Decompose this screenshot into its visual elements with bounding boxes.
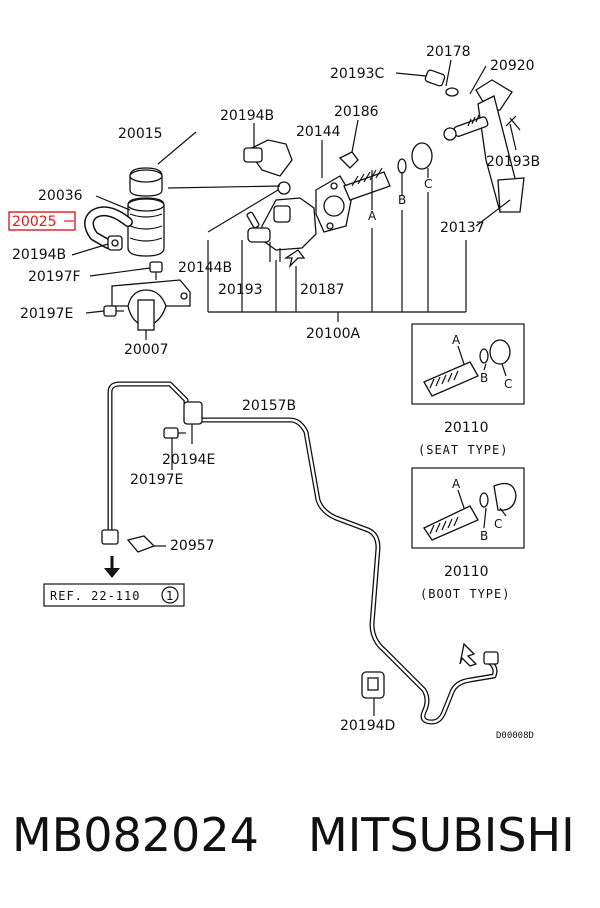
- letter-B-main: B: [398, 193, 406, 207]
- clutch-master-cylinder-diagram: 20178 20920 20193C 20194B 20186 20015 20…: [8, 44, 540, 741]
- label-seat-type: (SEAT TYPE): [418, 443, 508, 457]
- label-20186: 20186: [334, 104, 379, 120]
- brand-name: MITSUBISHI: [308, 808, 575, 862]
- push-rod-20186: [338, 142, 433, 201]
- label-20144: 20144: [296, 124, 341, 140]
- letter-A-seat: A: [452, 333, 461, 347]
- label-20100A: 20100A: [306, 326, 361, 342]
- reference-box: [43, 583, 185, 607]
- hose-20025: [84, 206, 133, 249]
- label-20193C: 20193C: [330, 66, 385, 82]
- seat-type-box: [411, 323, 525, 405]
- letter-A-boot: A: [452, 477, 461, 491]
- boot-type-box: [411, 467, 525, 549]
- bolt-20197E: [103, 305, 124, 317]
- label-20194B-top: 20194B: [220, 108, 274, 124]
- label-20110-boot: 20110: [444, 564, 489, 580]
- label-20036: 20036: [38, 188, 83, 204]
- label-20194B-left: 20194B: [12, 247, 66, 263]
- label-20110-seat: 20110: [444, 420, 489, 436]
- label-20193: 20193: [218, 282, 263, 298]
- reservoir-20015: [127, 167, 165, 257]
- label-20157B: 20157B: [242, 398, 296, 414]
- label-20178: 20178: [426, 44, 471, 60]
- letter-A-main: A: [368, 209, 377, 223]
- label-20007: 20007: [124, 342, 169, 358]
- letter-C-seat: C: [504, 377, 512, 391]
- label-20193B: 20193B: [486, 154, 540, 170]
- clip-20194E: [163, 401, 203, 470]
- pedal-20137: [424, 69, 525, 213]
- label-20194D: 20194D: [340, 718, 395, 734]
- assembly-bracket-20100A: [207, 168, 467, 322]
- label-boot-type: (BOOT TYPE): [420, 587, 510, 601]
- letter-B-seat: B: [480, 371, 488, 385]
- label-20194E: 20194E: [162, 452, 215, 468]
- letter-C-boot: C: [494, 517, 502, 531]
- bracket-20007: [111, 279, 191, 331]
- label-20144B: 20144B: [178, 260, 232, 276]
- label-20197E-top: 20197E: [20, 306, 73, 322]
- part-number: MB082024: [12, 808, 259, 862]
- master-cylinder-body: [243, 139, 353, 269]
- clutch-pipe-20157B: [101, 381, 499, 725]
- down-arrow-icon: [104, 556, 120, 578]
- bolt-20197F: [149, 261, 163, 280]
- letter-C-main: C: [424, 177, 432, 191]
- reference-circle-number: 1: [166, 589, 174, 603]
- label-20015: 20015: [118, 126, 163, 142]
- clip-20194D: [361, 671, 385, 716]
- clamp-20194B-left: [107, 235, 123, 251]
- label-20187: 20187: [300, 282, 345, 298]
- letter-B-boot: B: [480, 529, 488, 543]
- diagram-code: D00008D: [496, 731, 534, 741]
- leader-lines: [71, 59, 517, 340]
- label-20197E-mid: 20197E: [130, 472, 183, 488]
- label-20197F: 20197F: [28, 269, 81, 285]
- highlight-20025: [8, 211, 76, 231]
- label-20137: 20137: [440, 220, 485, 236]
- reference-text: REF. 22-110: [50, 589, 140, 603]
- clip-20957: [126, 535, 166, 553]
- label-20025: 20025: [12, 214, 57, 230]
- label-20957: 20957: [170, 538, 215, 554]
- label-20920: 20920: [490, 58, 535, 74]
